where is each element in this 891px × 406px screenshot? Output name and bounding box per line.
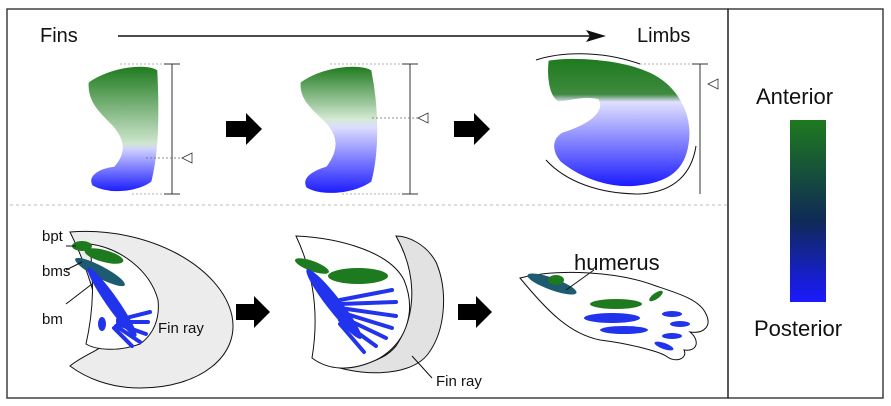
bpt-label: bpt <box>42 228 64 245</box>
limbs-label: Limbs <box>637 25 690 47</box>
stage-arrow-top-1 <box>226 113 262 145</box>
fins-label: Fins <box>40 25 78 47</box>
stage-arrow-top-2 <box>454 113 490 145</box>
fin-ray-label-2: Fin ray <box>436 373 482 390</box>
fin-ray-label-1: Fin ray <box>158 320 204 337</box>
bms-label: bms <box>42 263 70 280</box>
fins-to-limbs-arrowhead <box>586 30 606 42</box>
legend-panel-border <box>727 8 884 399</box>
legend-gradient-bar <box>790 120 826 302</box>
stage-arrow-bottom-2 <box>458 296 492 328</box>
top-stage-3 <box>535 53 719 195</box>
top-stage-2 <box>299 63 429 195</box>
stage-arrow-bottom-1 <box>236 296 270 328</box>
legend-posterior-label: Posterior <box>754 316 842 341</box>
humerus-label: humerus <box>574 250 660 275</box>
bottom-stage-3 <box>519 269 709 361</box>
bm-label: bm <box>42 311 63 328</box>
top-stage-1 <box>87 63 193 195</box>
bottom-stage-1 <box>65 230 234 389</box>
bottom-stage-2 <box>294 235 444 379</box>
legend-anterior-label: Anterior <box>756 84 833 109</box>
